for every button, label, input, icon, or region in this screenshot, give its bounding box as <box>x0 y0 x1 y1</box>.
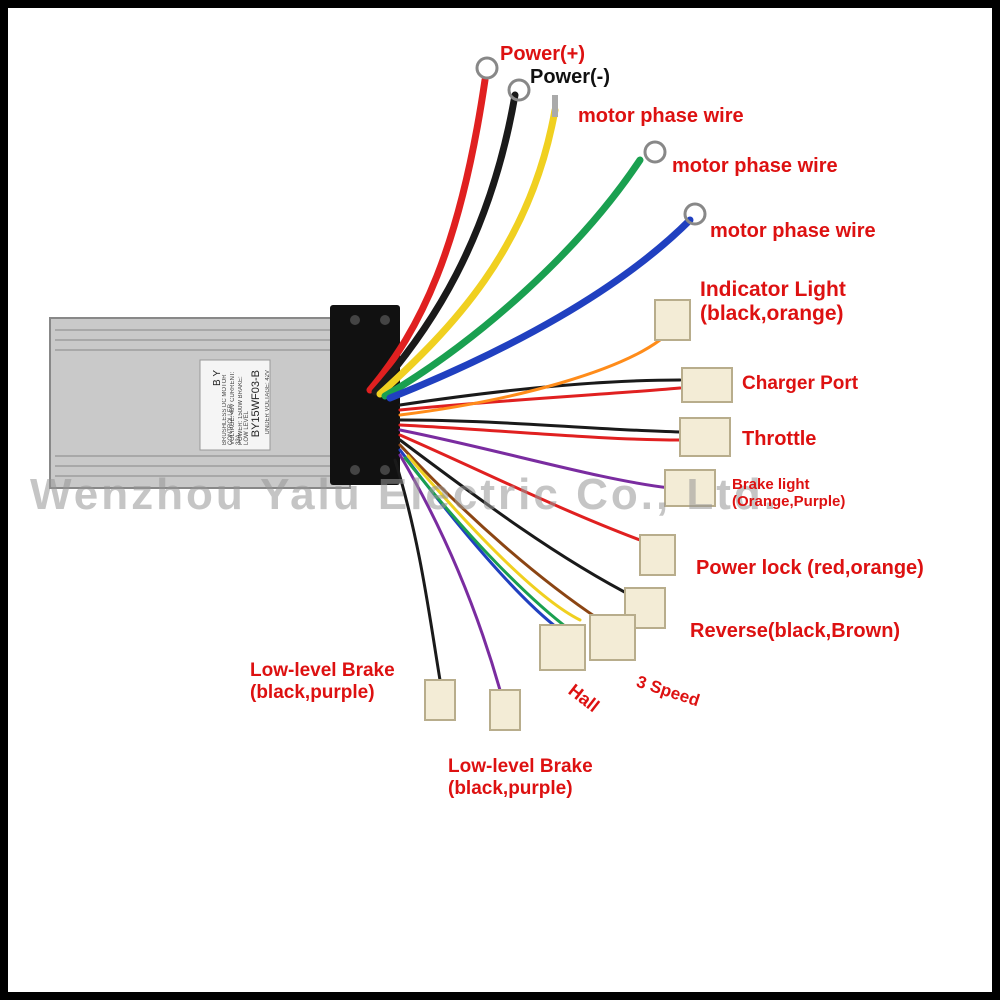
module-sticker: BY15WF03-B B Y BRUSHLESS DC MOTOR CONTRO… <box>210 370 280 445</box>
controller-casing <box>49 317 351 489</box>
label-motor-phase-2: motor phase wire <box>672 155 838 177</box>
label-low-brake-b-line1: Low-level Brake <box>448 756 593 777</box>
label-power-plus: Power(+) <box>500 43 586 65</box>
label-motor-phase-3: motor phase wire <box>710 220 876 242</box>
module-label: BY15WF03-B <box>250 370 262 438</box>
label-brake-light-line2: (Orange,Purple) <box>732 493 846 511</box>
label-power-lock: Power lock (red,orange) <box>696 557 924 579</box>
label-low-brake-a-line1: Low-level Brake <box>250 660 395 681</box>
end-plate <box>330 305 400 485</box>
watermark-text: Wenzhou Yalu Electric Co., Ltd. <box>30 470 780 519</box>
module-spec-3: POWER: 1500W BRAKE: LOW LEVEL <box>238 376 250 445</box>
connectors <box>424 299 733 731</box>
label-throttle: Throttle <box>742 428 817 450</box>
label-reverse: Reverse(black,Brown) <box>690 620 901 642</box>
power-wires <box>366 76 694 402</box>
label-motor-phase-1: motor phase wire <box>578 105 744 127</box>
signal-wires <box>393 338 682 692</box>
label-indicator-light: Indicator Light (black,orange) <box>700 278 846 326</box>
module-spec-4: UNDER VOLTAGE: 42V <box>265 370 271 435</box>
label-low-brake-b-line2: (black,purple) <box>448 777 573 799</box>
label-low-brake-a-line2: (black,purple) <box>250 681 375 703</box>
label-low-brake-b: Low-level Brake (black,purple) <box>448 756 593 800</box>
label-charger-port: Charger Port <box>742 373 859 394</box>
label-power-minus: Power(-) <box>530 66 610 88</box>
label-low-brake-a: Low-level Brake (black,purple) <box>250 660 395 704</box>
label-brake-light-line1: Brake light <box>732 476 810 493</box>
label-brake-light: Brake light (Orange,Purple) <box>732 476 845 511</box>
label-indicator-light-line1: Indicator Light <box>700 278 846 301</box>
label-indicator-light-line2: (black,orange) <box>700 302 844 326</box>
